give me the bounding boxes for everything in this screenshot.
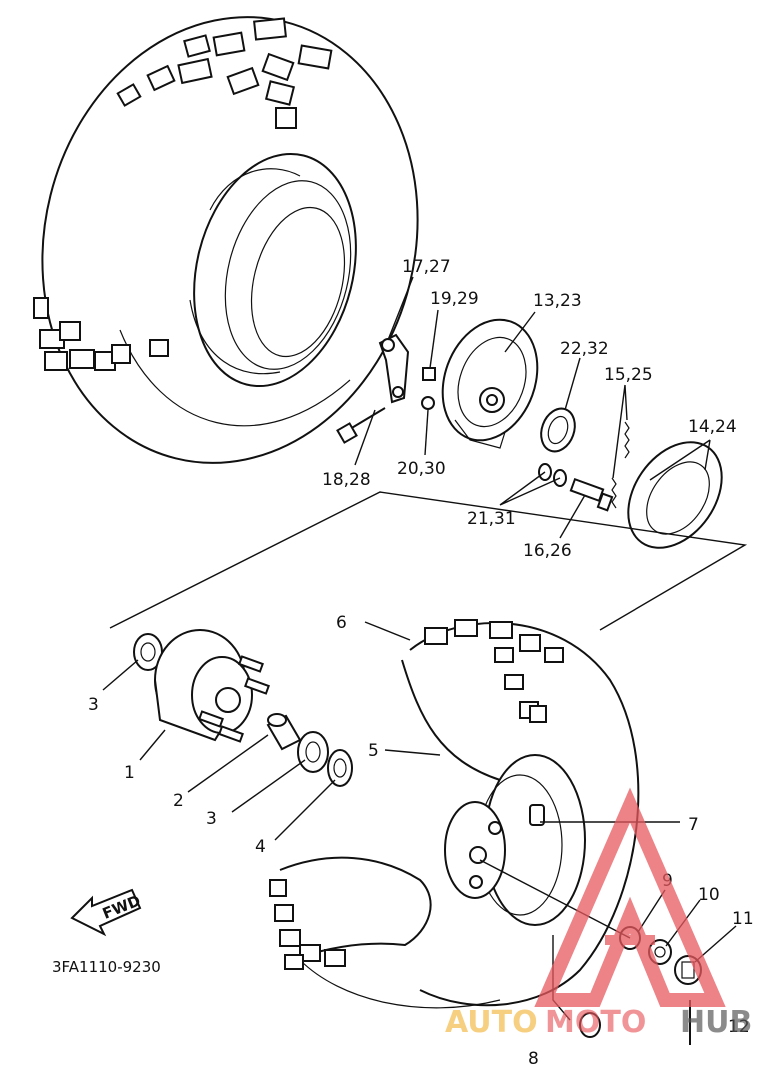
- lower-tire-tread: [269, 619, 564, 970]
- diagram-code: 3FA1110-9230: [52, 958, 161, 976]
- callout-15-25: 15,25: [604, 365, 653, 385]
- callout-2: 2: [173, 791, 184, 811]
- lever-bolt: [336, 407, 386, 444]
- wheel-hub: [154, 629, 270, 743]
- callout-1: 1: [124, 763, 135, 783]
- callout-8: 8: [528, 1049, 539, 1069]
- callout-20-30: 20,30: [397, 459, 446, 479]
- small-nut: [421, 367, 436, 410]
- callout-12: 12: [728, 1017, 750, 1037]
- lower-tire: [269, 619, 640, 1009]
- valve-stem: [529, 804, 545, 826]
- watermark-moto: MOTO: [545, 1005, 646, 1040]
- callout-7: 7: [688, 815, 699, 835]
- callout-4: 4: [255, 837, 266, 857]
- brake-panel: [441, 318, 539, 449]
- callout-6: 6: [336, 613, 347, 633]
- callout-10: 10: [698, 885, 720, 905]
- lug-nut: [579, 1012, 601, 1038]
- upper-tire-tread: [33, 17, 333, 371]
- callout-11: 11: [732, 909, 754, 929]
- brake-shoes: [627, 441, 723, 549]
- watermark-auto: AUTO: [445, 1005, 538, 1040]
- brake-springs: [611, 421, 630, 509]
- bearing-left: [133, 633, 163, 671]
- brake-group-outline: [109, 491, 748, 631]
- upper-tire: [33, 16, 419, 464]
- callout-5: 5: [368, 741, 379, 761]
- callout-17-27: 17,27: [402, 257, 451, 277]
- bearing-right: [297, 731, 329, 773]
- spacer: [266, 713, 302, 751]
- hub-oil-seal: [327, 749, 353, 787]
- callout-13-23: 13,23: [533, 291, 582, 311]
- autohub-watermark-logo: AUTO MOTO HUB: [445, 787, 752, 1040]
- brake-camshaft-lever: [378, 333, 410, 404]
- oil-seal: [540, 407, 576, 453]
- callout-21-31: 21,31: [467, 509, 516, 529]
- adjuster-bolt: [569, 477, 614, 512]
- callout-16-26: 16,26: [523, 541, 572, 561]
- washers: [538, 463, 567, 487]
- callout-18-28: 18,28: [322, 470, 371, 490]
- callout-labels: 17,27 19,29 13,23 22,32 15,25 14,24 18,2…: [88, 257, 754, 1069]
- watermark-hub: HUB: [680, 1005, 752, 1040]
- callout-3-lower: 3: [206, 809, 217, 829]
- fwd-arrow-icon: FWD: [70, 888, 143, 937]
- callout-3-upper: 3: [88, 695, 99, 715]
- callout-22-32: 22,32: [560, 339, 609, 359]
- callout-19-29: 19,29: [430, 289, 479, 309]
- callout-14-24: 14,24: [688, 417, 737, 437]
